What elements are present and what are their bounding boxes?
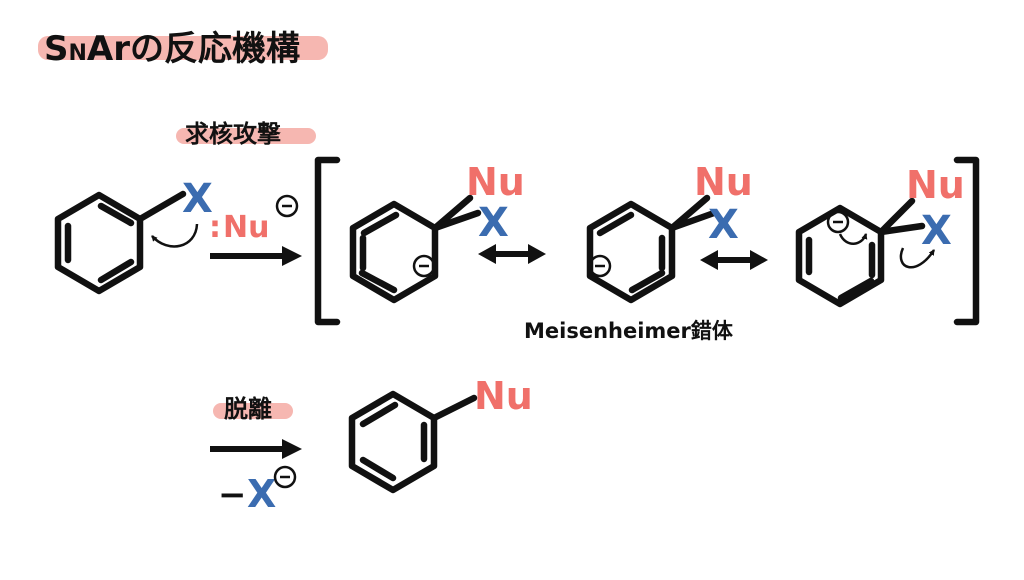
- c-x-bond-2: [668, 209, 718, 232]
- curly-arrow-attack: [151, 223, 199, 248]
- intermediate-ring-2: [586, 200, 676, 304]
- nu-label-2: Nu: [694, 160, 753, 204]
- negative-charge-icon: [273, 465, 297, 489]
- resonance-arrow-icon: [478, 244, 546, 264]
- bracket-right: [953, 156, 980, 326]
- negative-charge-icon: [588, 254, 612, 278]
- negative-charge-icon: [412, 254, 436, 278]
- intermediate-label: Meisenheimer錯体: [524, 319, 734, 343]
- reaction-arrow-icon: [210, 439, 302, 459]
- benzene-ring-product: [348, 390, 438, 494]
- x-label-3: X: [921, 208, 952, 254]
- c-x-bond-3: [877, 222, 926, 236]
- c-x-bond: [136, 190, 187, 223]
- page-title: SNArの反応機構: [44, 29, 300, 69]
- minus-sign: −: [218, 475, 247, 515]
- bracket-left: [314, 156, 341, 326]
- nu-label-3: Nu: [906, 163, 965, 207]
- resonance-arrow-icon: [700, 250, 768, 270]
- benzene-ring-start: [54, 191, 144, 295]
- c-nu-bond-product: [430, 394, 478, 422]
- attack-label: 求核攻撃: [185, 120, 281, 148]
- nu-label-1: Nu: [466, 160, 525, 204]
- elimination-highlight: [213, 403, 293, 419]
- x-label-2: X: [708, 202, 739, 248]
- c-nu-bond-3: [877, 197, 916, 236]
- negative-charge-icon: [275, 194, 299, 218]
- c-x-bond-1: [431, 209, 482, 232]
- leaving-group-x: X: [182, 176, 213, 222]
- curly-arrow-pi: [838, 233, 868, 245]
- attack-highlight: [176, 128, 316, 144]
- nu-label-product: Nu: [474, 374, 533, 418]
- leaving-group-released: X: [247, 472, 276, 516]
- nucleophile-label: Nu: [223, 210, 269, 245]
- negative-charge-icon: [826, 210, 850, 234]
- curly-arrow-leave: [899, 247, 936, 269]
- x-label-1: X: [478, 200, 509, 246]
- title-highlight: [38, 36, 328, 60]
- nucleophile-colon: :: [209, 210, 221, 245]
- intermediate-ring-1: [349, 200, 439, 304]
- reaction-arrow-icon: [210, 246, 302, 266]
- elimination-label: 脱離: [224, 395, 272, 423]
